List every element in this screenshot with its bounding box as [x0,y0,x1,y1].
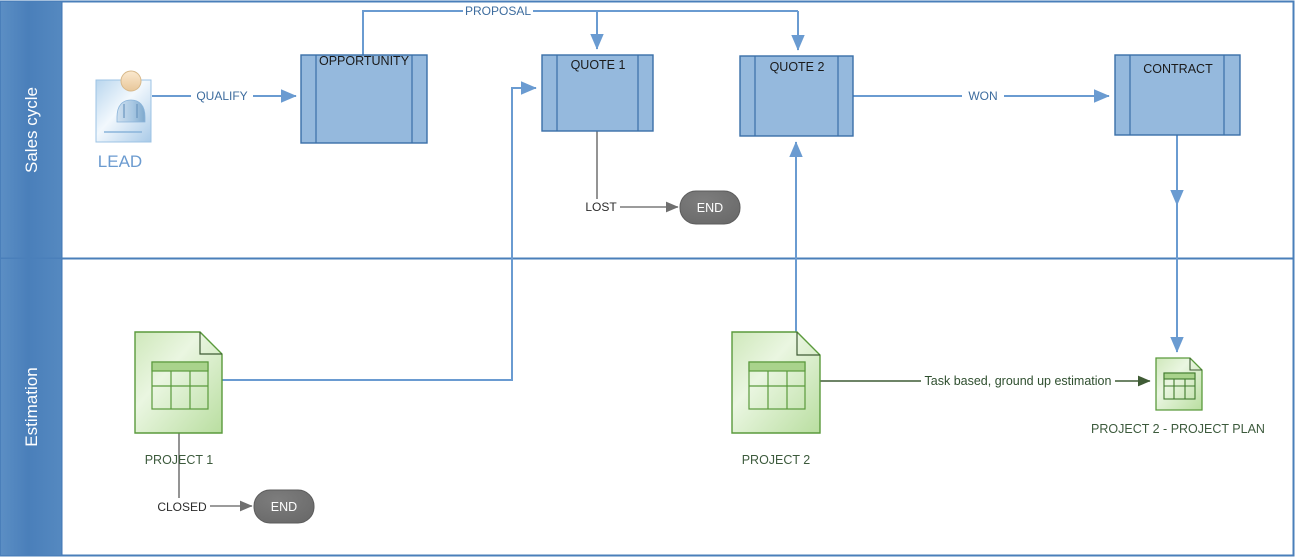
node-project-2-plan[interactable]: PROJECT 2 - PROJECT PLAN [1091,357,1265,436]
edge-proposal: PROPOSAL [362,3,805,55]
edge-label-proposal: PROPOSAL [465,4,531,18]
edge-label-closed: CLOSED [157,500,207,514]
node-end-closed[interactable]: END [253,489,315,524]
edge-estimation: Task based, ground up estimation [820,372,1151,390]
node-contract[interactable]: CONTRACT [1114,54,1241,136]
node-project-2[interactable]: PROJECT 2 [731,331,821,467]
spreadsheet-grid-icon [748,361,806,410]
lane-title-estimation: Estimation [22,367,41,446]
node-label-project-2-plan: PROJECT 2 - PROJECT PLAN [1091,422,1265,436]
person-icon [116,70,146,123]
node-label-project-1: PROJECT 1 [145,453,214,467]
node-label-quote-2: QUOTE 2 [770,60,825,74]
node-label-end-closed: END [271,500,297,514]
node-opportunity[interactable]: OPPORTUNITY [300,54,428,144]
node-quote-1[interactable]: QUOTE 1 [541,54,654,132]
spreadsheet-grid-icon [1163,372,1196,400]
node-project-1[interactable]: PROJECT 1 [134,331,223,467]
node-end-lost[interactable]: END [679,190,741,225]
edge-label-won: WON [968,89,997,103]
edge-lost: LOST [582,131,679,215]
node-label-end-lost: END [697,201,723,215]
node-quote-2[interactable]: QUOTE 2 [739,55,854,137]
edge-label-qualify: QUALIFY [196,89,247,103]
edge-label-estimation: Task based, ground up estimation [925,374,1112,388]
node-lead[interactable]: LEAD [95,70,152,171]
node-label-project-2: PROJECT 2 [742,453,811,467]
lane-title-sales-cycle: Sales cycle [22,87,41,173]
edge-won: WON [853,88,1110,104]
node-label-contract: CONTRACT [1143,62,1213,76]
edge-closed: CLOSED [156,433,253,514]
spreadsheet-grid-icon [151,361,209,410]
node-label-lead: LEAD [98,152,142,171]
node-label-opportunity: OPPORTUNITY [319,54,410,68]
edge-qualify: QUALIFY [152,88,297,104]
edge-project1-quote1 [222,81,537,381]
node-label-quote-1: QUOTE 1 [571,58,626,72]
edge-label-lost: LOST [585,200,617,214]
